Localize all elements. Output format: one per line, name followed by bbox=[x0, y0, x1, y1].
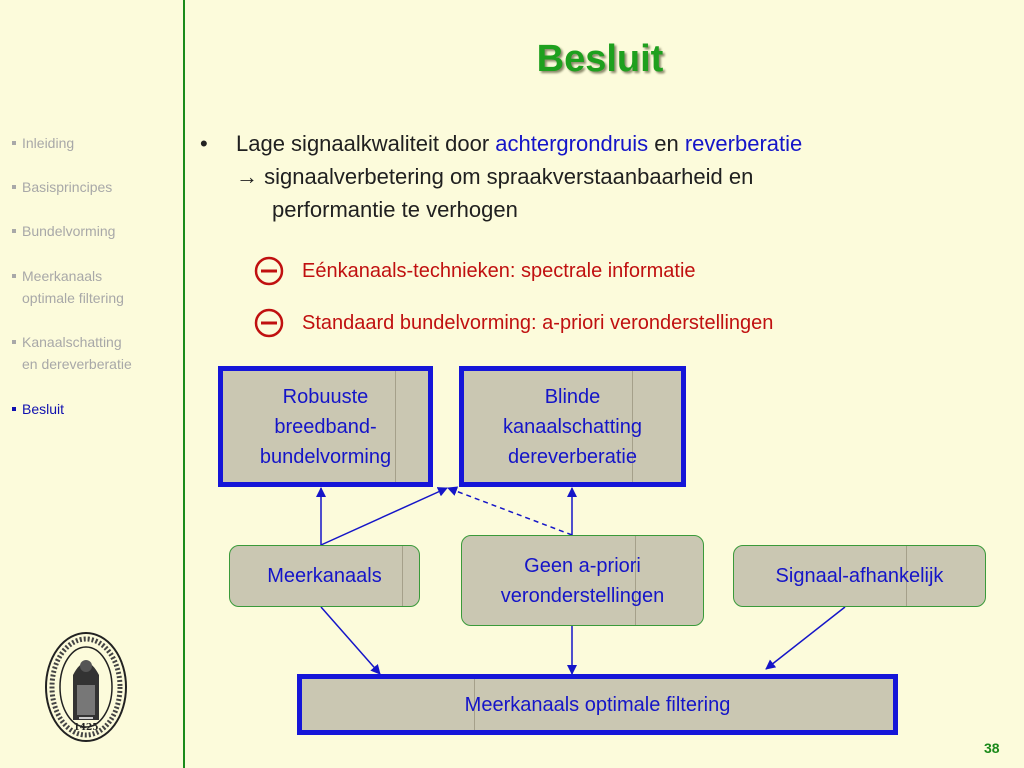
main-bullet: Lage signaalkwaliteit door achtergrondru… bbox=[236, 127, 996, 226]
box-text: Robuuste bbox=[282, 385, 369, 408]
subpoint-text: Standaard bundelvorming: a-priori verond… bbox=[302, 312, 774, 334]
svg-text:1425: 1425 bbox=[73, 723, 98, 733]
minus-circle-icon bbox=[254, 308, 284, 338]
box-text: Signaal-afhankelijk bbox=[775, 565, 944, 587]
box-text: Blinde bbox=[544, 385, 601, 408]
page-title: Besluit bbox=[536, 38, 664, 80]
bullet-line-3: performantie te verhogen bbox=[272, 197, 518, 222]
subpoint-text: Eénkanaals-technieken: spectrale informa… bbox=[302, 260, 696, 282]
nav-item-inleiding[interactable]: Inleiding bbox=[12, 132, 180, 154]
minus-circle-icon bbox=[254, 256, 284, 286]
nav-item-label: Besluit bbox=[22, 401, 65, 417]
nav-item-bundelvorming[interactable]: Bundelvorming bbox=[12, 220, 180, 242]
arrow-multichannel-to-optimal bbox=[320, 606, 381, 675]
arrow-noprior-to-robust-dashed bbox=[447, 486, 573, 536]
university-seal-logo: 1425 bbox=[45, 632, 127, 742]
nav-item-label: Meerkanaals bbox=[22, 268, 103, 284]
box-text: breedband- bbox=[274, 415, 377, 438]
highlight-noise: achtergrondruis bbox=[495, 131, 649, 156]
box-text: Meerkanaals optimale filtering bbox=[464, 693, 731, 716]
nav-item-basisprincipes[interactable]: Basisprincipes bbox=[12, 176, 180, 198]
highlight-reverberation: reverberatie bbox=[684, 131, 803, 156]
nav-item-label: en dereverberatie bbox=[22, 356, 132, 372]
nav-item-label: Bundelvorming bbox=[22, 223, 116, 239]
bullet-text: en bbox=[648, 131, 685, 156]
box-text: kanaalschatting bbox=[503, 415, 642, 438]
nav-item-label: optimale filtering bbox=[22, 290, 124, 306]
box-text: veronderstellingen bbox=[500, 584, 665, 607]
nav-item-label: Inleiding bbox=[22, 135, 75, 151]
subpoint-single-channel: Eénkanaals-technieken: spectrale informa… bbox=[254, 256, 696, 286]
nav-item-kanaalschatting[interactable]: Kanaalschatting en dereverberatie bbox=[12, 331, 180, 375]
nav-item-meerkanaals[interactable]: Meerkanaals optimale filtering bbox=[12, 265, 180, 309]
nav-item-label: Basisprincipes bbox=[22, 179, 113, 195]
box-no-prior-assumptions: Geen a-priori veronderstellingen bbox=[461, 535, 704, 626]
nav-item-besluit[interactable]: Besluit bbox=[12, 398, 180, 420]
nav-item-label: Kanaalschatting bbox=[22, 334, 122, 350]
bullet-text: Lage signaalkwaliteit door bbox=[236, 131, 496, 156]
box-text: Meerkanaals bbox=[267, 565, 382, 587]
bullet-marker: • bbox=[200, 131, 208, 156]
box-multichannel: Meerkanaals bbox=[229, 545, 420, 607]
box-signal-dependent: Signaal-afhankelijk bbox=[733, 545, 986, 607]
page-number: 38 bbox=[984, 740, 1000, 756]
box-blind-channel-estimation: Blinde kanaalschatting dereverberatie bbox=[459, 366, 686, 487]
arrow-signal-to-optimal bbox=[765, 606, 846, 670]
subpoint-standard-beamforming: Standaard bundelvorming: a-priori verond… bbox=[254, 308, 773, 338]
box-robust-beamforming: Robuuste breedband- bundelvorming bbox=[218, 366, 433, 487]
box-text: bundelvorming bbox=[259, 445, 392, 468]
arrow-multichannel-to-blind bbox=[320, 487, 448, 546]
box-text: dereverberatie bbox=[508, 445, 637, 468]
bullet-line-2: → signaalverbetering om spraakverstaanba… bbox=[236, 164, 754, 189]
sidebar-divider bbox=[183, 0, 185, 768]
box-text: Geen a-priori bbox=[524, 554, 641, 577]
box-multichannel-optimal-filtering: Meerkanaals optimale filtering bbox=[297, 674, 898, 735]
